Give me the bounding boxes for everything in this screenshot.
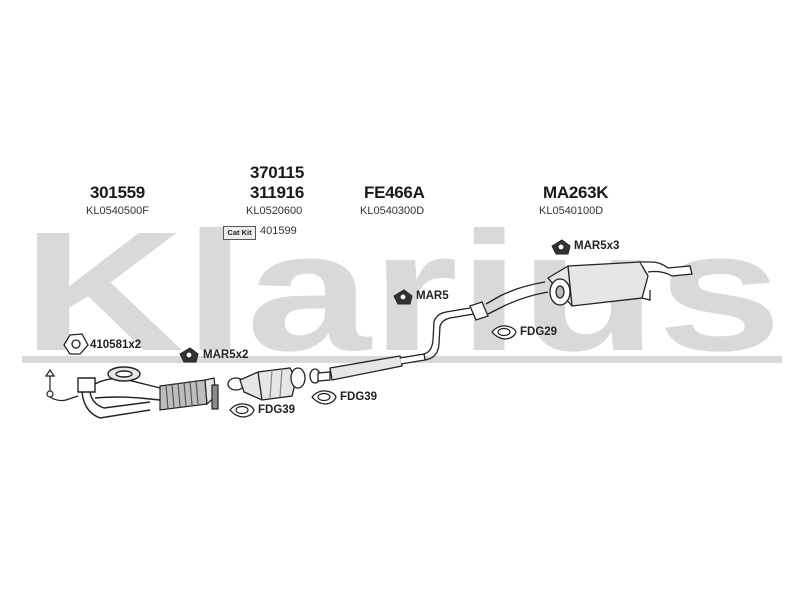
part-number: 370115 <box>250 163 304 182</box>
part-ref: KL0520600 <box>246 205 303 217</box>
callout-gasket: 410581x2 <box>90 339 142 351</box>
part-ref: KL0540100D <box>539 205 604 217</box>
rubber-mount-icon <box>393 289 413 305</box>
callout-gasket: FDG29 <box>520 326 558 338</box>
front-downpipe <box>77 366 161 419</box>
rear-silencer <box>469 261 693 321</box>
cat-kit-badge: Cat Kit <box>223 226 256 240</box>
callout-gasket: FDG39 <box>340 391 378 403</box>
center-silencer <box>309 307 475 384</box>
part-number: FE466A <box>364 183 425 202</box>
part-number: 311916 <box>250 183 304 202</box>
callout-mount: MAR5 <box>416 290 449 302</box>
exhaust-gasket-icon <box>491 325 517 340</box>
callout-gasket: FDG39 <box>258 404 296 416</box>
lambda-sensor <box>44 368 79 402</box>
part-number: MA263K <box>543 183 609 202</box>
exhaust-gasket-icon <box>311 390 337 405</box>
gasket-icon <box>63 333 89 355</box>
flexible-pipe <box>159 377 219 411</box>
part-number: 301559 <box>90 183 145 202</box>
callout-mount: MAR5x3 <box>574 240 620 252</box>
exhaust-gasket-icon <box>229 403 255 418</box>
callout-mount: MAR5x2 <box>203 349 249 361</box>
part-ref: KL0540500F <box>86 205 149 217</box>
catalytic-converter <box>227 367 306 401</box>
part-ref: KL0540300D <box>360 205 425 217</box>
rubber-mount-icon <box>179 347 199 363</box>
rubber-mount-icon <box>551 239 571 255</box>
cat-kit-number: 401599 <box>260 225 297 237</box>
